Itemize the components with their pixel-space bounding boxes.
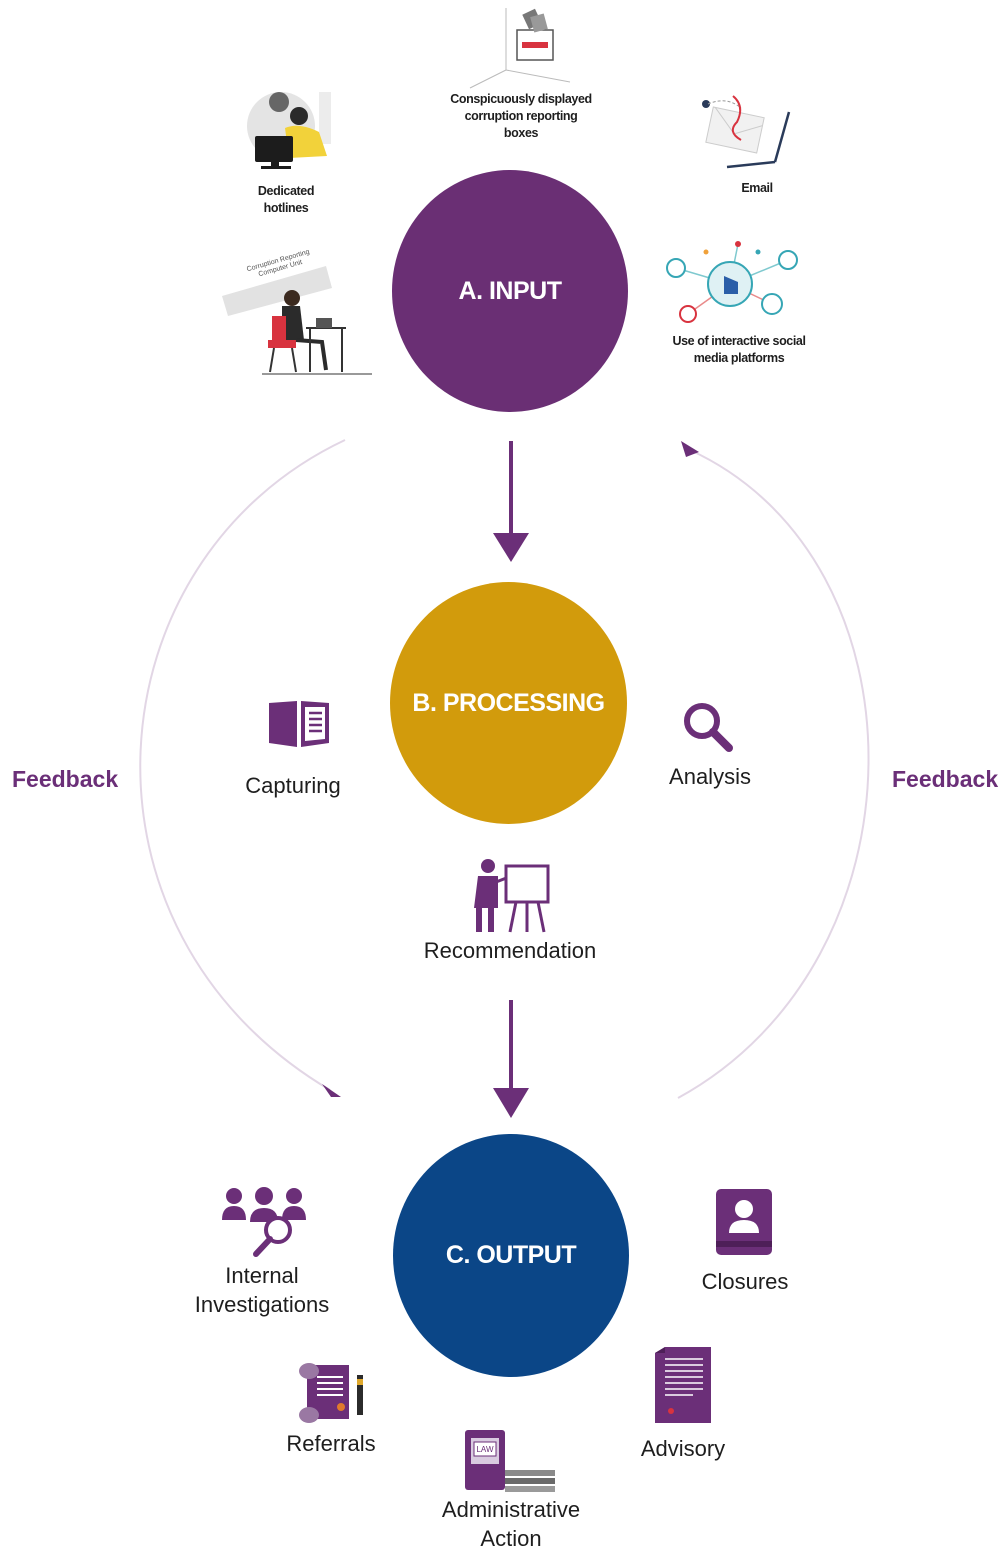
law-book-tag: LAW — [476, 1445, 493, 1454]
internal-investigations-icon — [222, 1187, 306, 1257]
closures-label: Closures — [701, 1269, 789, 1294]
hotlines-label: Dedicated hotlines — [238, 183, 334, 217]
reporting-box-icon — [469, 8, 571, 89]
arrowhead-input-to-processing — [493, 533, 529, 562]
advisory-label: Advisory — [640, 1436, 726, 1461]
social-media-label: Use of interactive social media platform… — [664, 333, 814, 367]
internal-investigations-label: Internal Investigations — [170, 1262, 354, 1319]
referrals-scroll-icon — [299, 1363, 363, 1423]
boxes-label-line-1: Conspicuously displayed — [450, 92, 592, 106]
processing-title: B. PROCESSING — [412, 688, 605, 717]
open-book-icon — [269, 701, 329, 747]
input-circle: A. INPUT — [392, 170, 628, 412]
administrative-action-label: Administrative Action — [410, 1496, 612, 1553]
closures-record-icon — [716, 1189, 772, 1255]
reporting-unit-desk-icon — [222, 266, 372, 375]
administrative-action-label-line-2: Action — [480, 1525, 542, 1551]
feedback-label-right: Feedback — [892, 766, 999, 792]
processing-circle: B. PROCESSING — [390, 582, 627, 824]
social-media-label-line-2: media platforms — [693, 350, 785, 365]
email-envelope-icon — [702, 95, 791, 169]
feedback-arc-right — [677, 449, 870, 1099]
recommendation-label: Recommendation — [423, 938, 597, 963]
analysis-label: Analysis — [669, 764, 751, 789]
magnifier-icon — [684, 703, 733, 752]
social-media-label-line-1: Use of interactive social — [672, 334, 806, 348]
hotline-operator-icon — [247, 92, 331, 169]
output-title: C. OUTPUT — [445, 1241, 577, 1269]
hotlines-label-line-2: hotlines — [263, 200, 309, 215]
capturing-label: Capturing — [245, 773, 341, 798]
feedback-label-left: Feedback — [12, 766, 119, 792]
advisory-document-icon — [655, 1347, 711, 1423]
internal-investigations-label-line-2: Investigations — [194, 1291, 330, 1317]
email-label: Email — [741, 181, 773, 195]
presenter-easel-icon — [474, 859, 550, 933]
hotlines-label-line-1: Dedicated — [257, 184, 315, 198]
arrowhead-processing-to-output — [493, 1088, 529, 1118]
feedback-arrowhead-left — [322, 1084, 341, 1097]
boxes-label: Conspicuously displayed corruption repor… — [428, 91, 614, 142]
output-circle: C. OUTPUT — [393, 1134, 629, 1377]
input-title: A. INPUT — [458, 276, 562, 305]
boxes-label-line-2: corruption reporting — [464, 108, 578, 123]
feedback-arc-left — [139, 439, 346, 1091]
social-media-network-icon — [666, 241, 798, 323]
feedback-arrowhead-right — [681, 441, 699, 457]
internal-investigations-label-line-1: Internal — [225, 1263, 299, 1288]
referrals-label: Referrals — [286, 1431, 376, 1456]
law-books-icon: LAW — [465, 1430, 555, 1492]
boxes-label-line-3: boxes — [503, 125, 539, 140]
administrative-action-label-line-1: Administrative — [441, 1497, 581, 1522]
